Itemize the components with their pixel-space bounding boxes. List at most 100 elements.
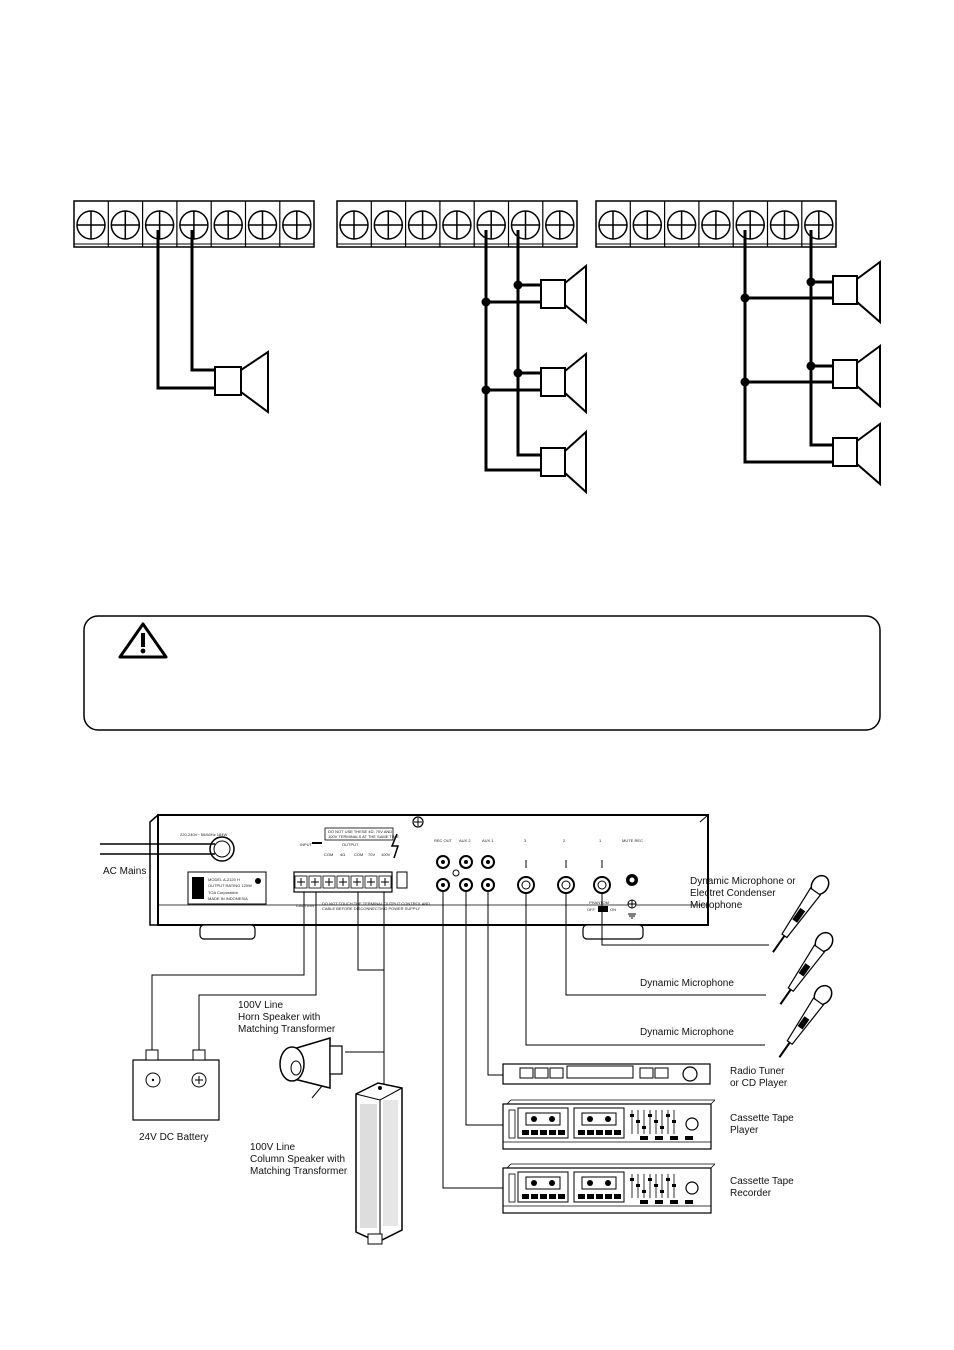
- microphone-icon: [778, 984, 833, 1058]
- terminal-70v-label: 70V: [368, 852, 375, 857]
- mic1-label-line2: Electret Condenser: [690, 888, 776, 899]
- terminal-screw-icon: [244, 201, 278, 247]
- terminal-screw-icon: [766, 201, 800, 247]
- horn-speaker-label-line3: Matching Transformer: [238, 1024, 336, 1035]
- microphone-icon: [779, 931, 834, 1005]
- speaker-connection-examples: [73, 200, 837, 248]
- speaker-icon: [832, 422, 881, 487]
- terminal-com2-label: COM: [354, 852, 363, 857]
- terminal-screw-icon: [732, 201, 765, 247]
- screw-icon: [412, 816, 424, 828]
- origin-text: MADE IN INDONESIA: [208, 896, 248, 901]
- mic-jack-icon: [517, 876, 535, 894]
- output-terminal-icon: [378, 875, 392, 889]
- speaker-icon: [832, 344, 881, 409]
- battery-label: 24V DC Battery: [139, 1132, 208, 1143]
- cassette-recorder-label-line1: Cassette Tape: [730, 1176, 794, 1187]
- aux2-label: AUX 2: [459, 838, 471, 843]
- mic3-device-label: Dynamic Microphone: [640, 1027, 734, 1038]
- tuner-label-line1: Radio Tuner: [730, 1066, 785, 1077]
- cassette-recorder-icon: [502, 1163, 716, 1214]
- model-rating-text: OUTPUT RATING 120W: [208, 883, 252, 888]
- battery-icon: [132, 1049, 220, 1121]
- horn-speaker-label-line2: Horn Speaker with: [238, 1012, 320, 1023]
- terminal-screw-icon: [339, 210, 369, 240]
- rec-out-label: REC OUT: [434, 838, 453, 843]
- input-label: INPUT: [300, 842, 313, 847]
- amplifier-rear-panel: 220-240V~ 50/60Hz 184W MODEL A-2120 H OU…: [149, 814, 709, 940]
- terminal-screw-icon: [473, 201, 506, 247]
- cassette-recorder-label-line2: Recorder: [730, 1188, 772, 1199]
- model-label-plate: MODEL A-2120 H OUTPUT RATING 120W TOA Co…: [187, 871, 267, 905]
- terminal-screw-icon: [176, 201, 209, 247]
- mic-jack-icon: [593, 876, 611, 894]
- terminal-screw-icon: [279, 201, 312, 247]
- output-terminal-icon: [294, 875, 308, 889]
- phantom-off-label: OFF: [587, 907, 596, 912]
- terminal-screw-icon: [698, 201, 731, 247]
- aux1-label: AUX 1: [482, 838, 494, 843]
- speaker-icon: [832, 260, 881, 325]
- mic3-label: 3: [524, 838, 527, 843]
- high-voltage-icon: [390, 833, 400, 859]
- terminal-warning-line1: DO NOT USE THESE 4Ω, 70V AND: [328, 829, 392, 834]
- speaker-icon: [214, 350, 269, 414]
- caution-box: [83, 615, 881, 731]
- speaker-icon: [540, 263, 587, 325]
- model-text: MODEL A-2120 H: [208, 877, 240, 882]
- horn-speaker-label-line1: 100V Line: [238, 1000, 283, 1011]
- terminal-screw-icon: [439, 201, 472, 247]
- phantom-switch: [598, 906, 608, 912]
- output-terminal-block: [293, 871, 393, 893]
- output-terminal-icon: [336, 875, 350, 889]
- ac-mains-cord: [100, 843, 215, 855]
- parallel-speakers-connection-a: [481, 230, 587, 495]
- output-terminal-icon: [322, 875, 336, 889]
- rca-jack-icon: [459, 855, 473, 892]
- terminal-com-label: COM: [324, 852, 333, 857]
- terminal-strip: [336, 200, 578, 248]
- terminal-warning-line2: 100V TERMINALS AT THE SAME TIME: [328, 834, 399, 839]
- terminal-screw-icon: [142, 201, 175, 247]
- terminal-screw-icon: [107, 201, 141, 247]
- caution-text-line1: DO NOT TOUCH THE TERMINAL OUTPUT CONTROL…: [322, 901, 430, 906]
- power-cord-inlet: [209, 836, 235, 862]
- horn-speaker-icon: [279, 1036, 343, 1099]
- terminal-screw-icon: [76, 210, 106, 240]
- cassette-player-label-line2: Player: [730, 1125, 759, 1136]
- terminal-strip: [595, 200, 837, 248]
- caution-word: CAUTION: [296, 903, 314, 908]
- output-terminal-icon: [350, 875, 364, 889]
- parallel-speakers-connection-b: [740, 230, 881, 487]
- ground-terminal-icon: [627, 899, 637, 919]
- mic1-label-line3: Microphone: [690, 900, 743, 911]
- terminal-strip: [73, 200, 315, 248]
- terminal-screw-icon: [598, 210, 628, 240]
- ac-mains-label: AC Mains: [103, 866, 146, 877]
- column-speaker-label-line1: 100V Line: [250, 1142, 295, 1153]
- speaker-icon: [540, 429, 587, 495]
- single-speaker-connection: [156, 230, 269, 414]
- terminal-screw-icon: [210, 201, 243, 247]
- connection-wires: [151, 891, 769, 1189]
- microphone-icon: [772, 874, 830, 953]
- terminal-4ohm-label: 4Ω: [340, 852, 345, 857]
- column-speaker-label-line3: Matching Transformer: [250, 1166, 348, 1177]
- cassette-player-icon: [502, 1099, 716, 1150]
- terminal-screw-icon: [405, 201, 438, 247]
- terminal-screw-icon: [629, 201, 663, 247]
- mute-rec-label: MUTE REC: [622, 838, 643, 843]
- warning-triangle-icon: [118, 622, 168, 659]
- mute-jack-icon: [626, 874, 638, 886]
- output-terminal-icon: [308, 875, 322, 889]
- output-label: OUTPUT: [342, 842, 359, 847]
- cassette-player-label-line1: Cassette Tape: [730, 1113, 794, 1124]
- mic-jack-icon: [557, 876, 575, 894]
- mic2-label: 2: [563, 838, 566, 843]
- phantom-on-label: ON: [610, 907, 616, 912]
- tuner-label-line2: or CD Player: [730, 1078, 788, 1089]
- terminal-screw-icon: [370, 201, 404, 247]
- power-rating-label: 220-240V~ 50/60Hz 184W: [180, 832, 227, 837]
- terminal-screw-icon: [542, 201, 575, 247]
